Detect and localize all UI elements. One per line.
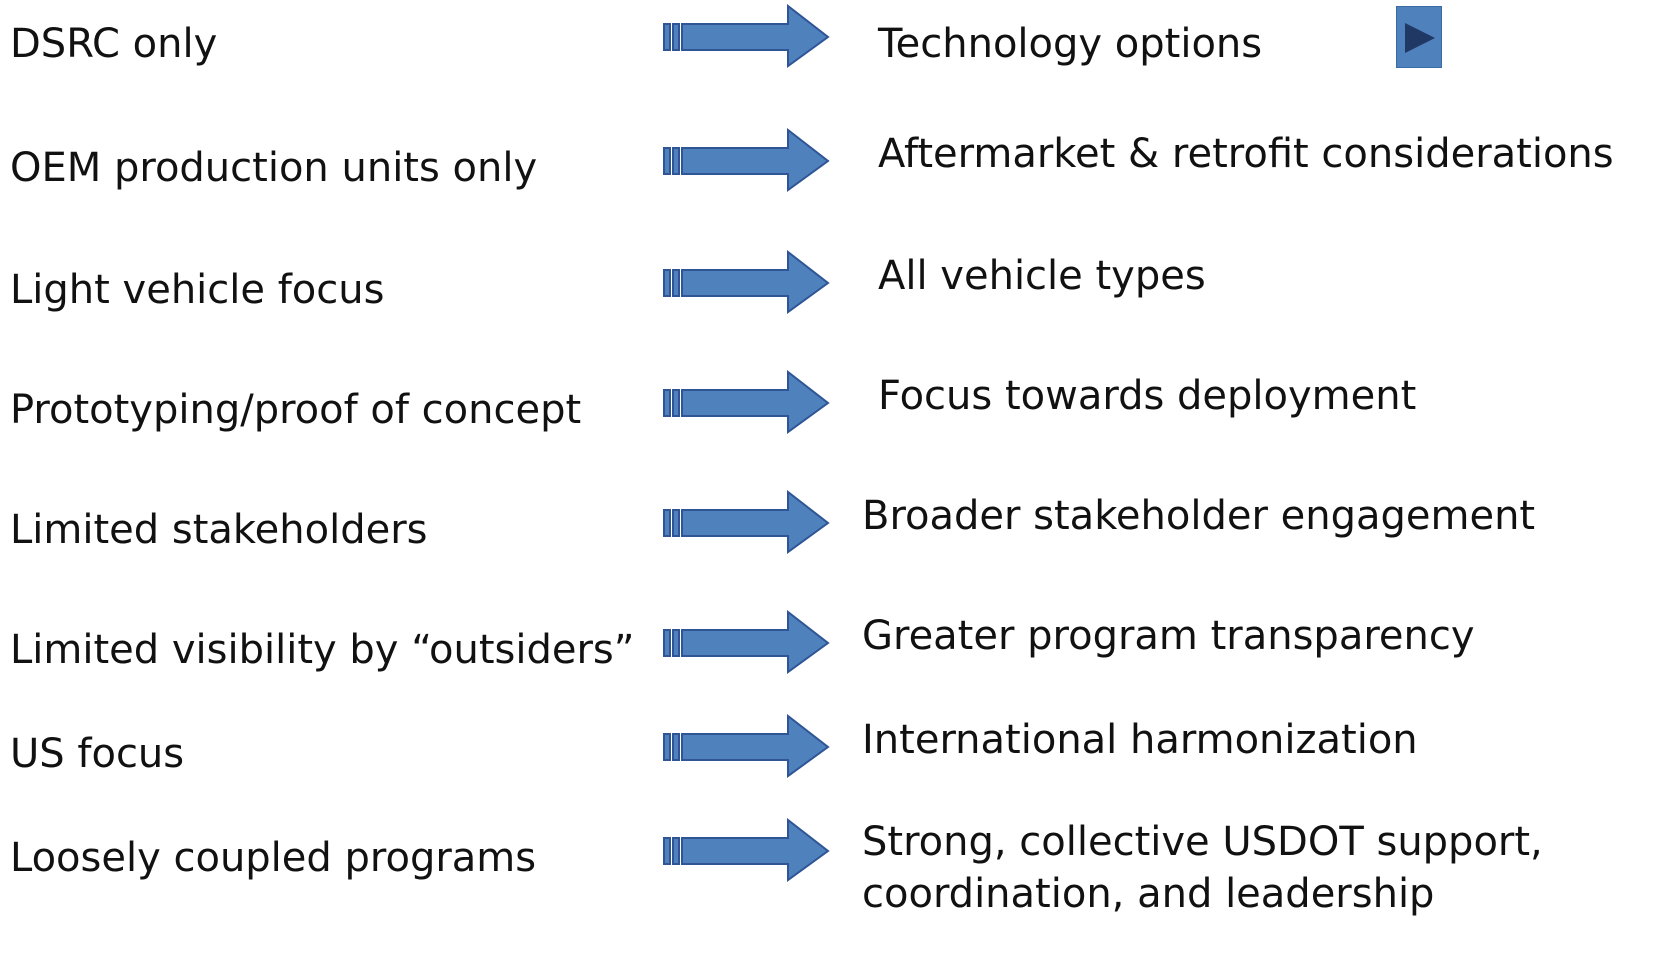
transition-row: Limited stakeholders Broader stakeholder… [0, 488, 1678, 568]
play-icon [1405, 23, 1435, 53]
striped-right-arrow-icon [663, 370, 830, 434]
current-state-label: Limited stakeholders [10, 507, 428, 553]
transition-row: Limited visibility by “outsiders” Greate… [0, 608, 1678, 688]
current-state-label: Prototyping/proof of concept [10, 387, 582, 433]
future-state-label: Broader stakeholder engagement [862, 493, 1536, 539]
transition-row: DSRC only Technology options [0, 0, 1678, 80]
striped-right-arrow-icon [663, 128, 830, 192]
current-state-label: Limited visibility by “outsiders” [10, 627, 635, 673]
striped-right-arrow-icon [663, 250, 830, 314]
future-state-label: Greater program transparency [862, 613, 1475, 659]
transition-row: US focus International harmonization [0, 714, 1678, 794]
future-state-label: Focus towards deployment [878, 373, 1417, 419]
play-button[interactable] [1396, 6, 1442, 68]
current-state-label: DSRC only [10, 21, 218, 67]
current-state-label: OEM production units only [10, 145, 538, 191]
future-state-label: Aftermarket & retrofit considerations [878, 131, 1614, 177]
transition-row: OEM production units only Aftermarket & … [0, 124, 1678, 204]
future-state-line: coordination, and leadership [862, 871, 1435, 917]
striped-right-arrow-icon [663, 490, 830, 554]
transition-row: Light vehicle focus All vehicle types [0, 246, 1678, 326]
current-state-label: Light vehicle focus [10, 267, 385, 313]
current-state-label: US focus [10, 731, 185, 777]
striped-right-arrow-icon [663, 610, 830, 674]
striped-right-arrow-icon [663, 818, 830, 882]
future-state-label: Strong, collective USDOT support, coordi… [862, 816, 1543, 920]
transition-row: Prototyping/proof of concept Focus towar… [0, 368, 1678, 448]
striped-right-arrow-icon [663, 714, 830, 778]
future-state-label: International harmonization [862, 717, 1418, 763]
future-state-label: All vehicle types [878, 253, 1206, 299]
future-state-label: Technology options [878, 21, 1263, 67]
future-state-line: Strong, collective USDOT support, [862, 819, 1543, 865]
striped-right-arrow-icon [663, 4, 830, 68]
transition-row: Loosely coupled programs Strong, collect… [0, 818, 1678, 928]
current-state-label: Loosely coupled programs [10, 835, 537, 881]
